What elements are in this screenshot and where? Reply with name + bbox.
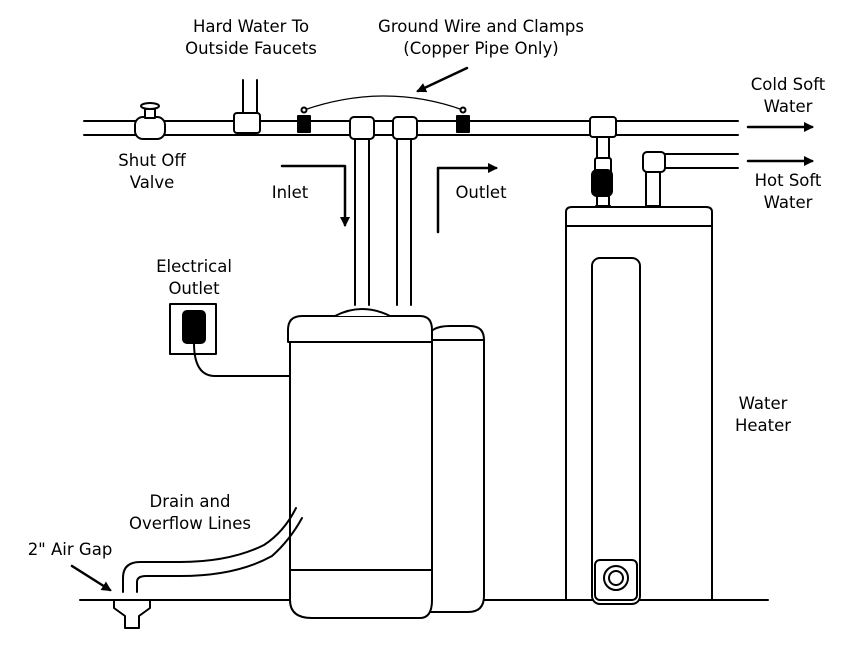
inlet-pipe [349, 116, 375, 306]
inlet-arrow [280, 164, 350, 227]
ground-wire-clamps [297, 95, 470, 133]
heater-hot-outlet [642, 151, 666, 213]
outlet-pipe [392, 116, 418, 306]
label-electrical-outlet: Electrical Outlet [156, 257, 232, 298]
hot-water-pipe [659, 153, 739, 169]
label-ground-wire: Ground Wire and Clamps (Copper Pipe Only… [378, 17, 584, 58]
shut-off-valve [134, 102, 166, 140]
water-heater-tank [565, 206, 713, 605]
drain-lines [122, 507, 303, 593]
label-hard-water: Hard Water To Outside Faucets [185, 17, 317, 58]
electrical-outlet [169, 303, 291, 377]
outlet-arrow [436, 163, 498, 234]
label-inlet: Inlet [271, 183, 309, 202]
brine-tank [427, 325, 485, 613]
softener-tank [287, 308, 433, 619]
hard-water-tee [233, 79, 261, 134]
label-shut-off-valve: Shut Off Valve [118, 151, 186, 192]
label-air-gap: 2" Air Gap [27, 540, 113, 559]
label-water-heater: Water Heater [734, 394, 792, 435]
label-outlet: Outlet [455, 183, 507, 202]
floor-drain [113, 599, 151, 629]
air-gap-arrow [70, 564, 112, 592]
heater-cold-inlet [589, 116, 617, 213]
label-cold-soft-water: Cold Soft Water [750, 75, 826, 116]
label-hot-soft-water: Hot Soft Water [754, 171, 822, 212]
ground-wire-arrow [416, 66, 469, 93]
label-drain-overflow: Drain and Overflow Lines [129, 492, 251, 533]
